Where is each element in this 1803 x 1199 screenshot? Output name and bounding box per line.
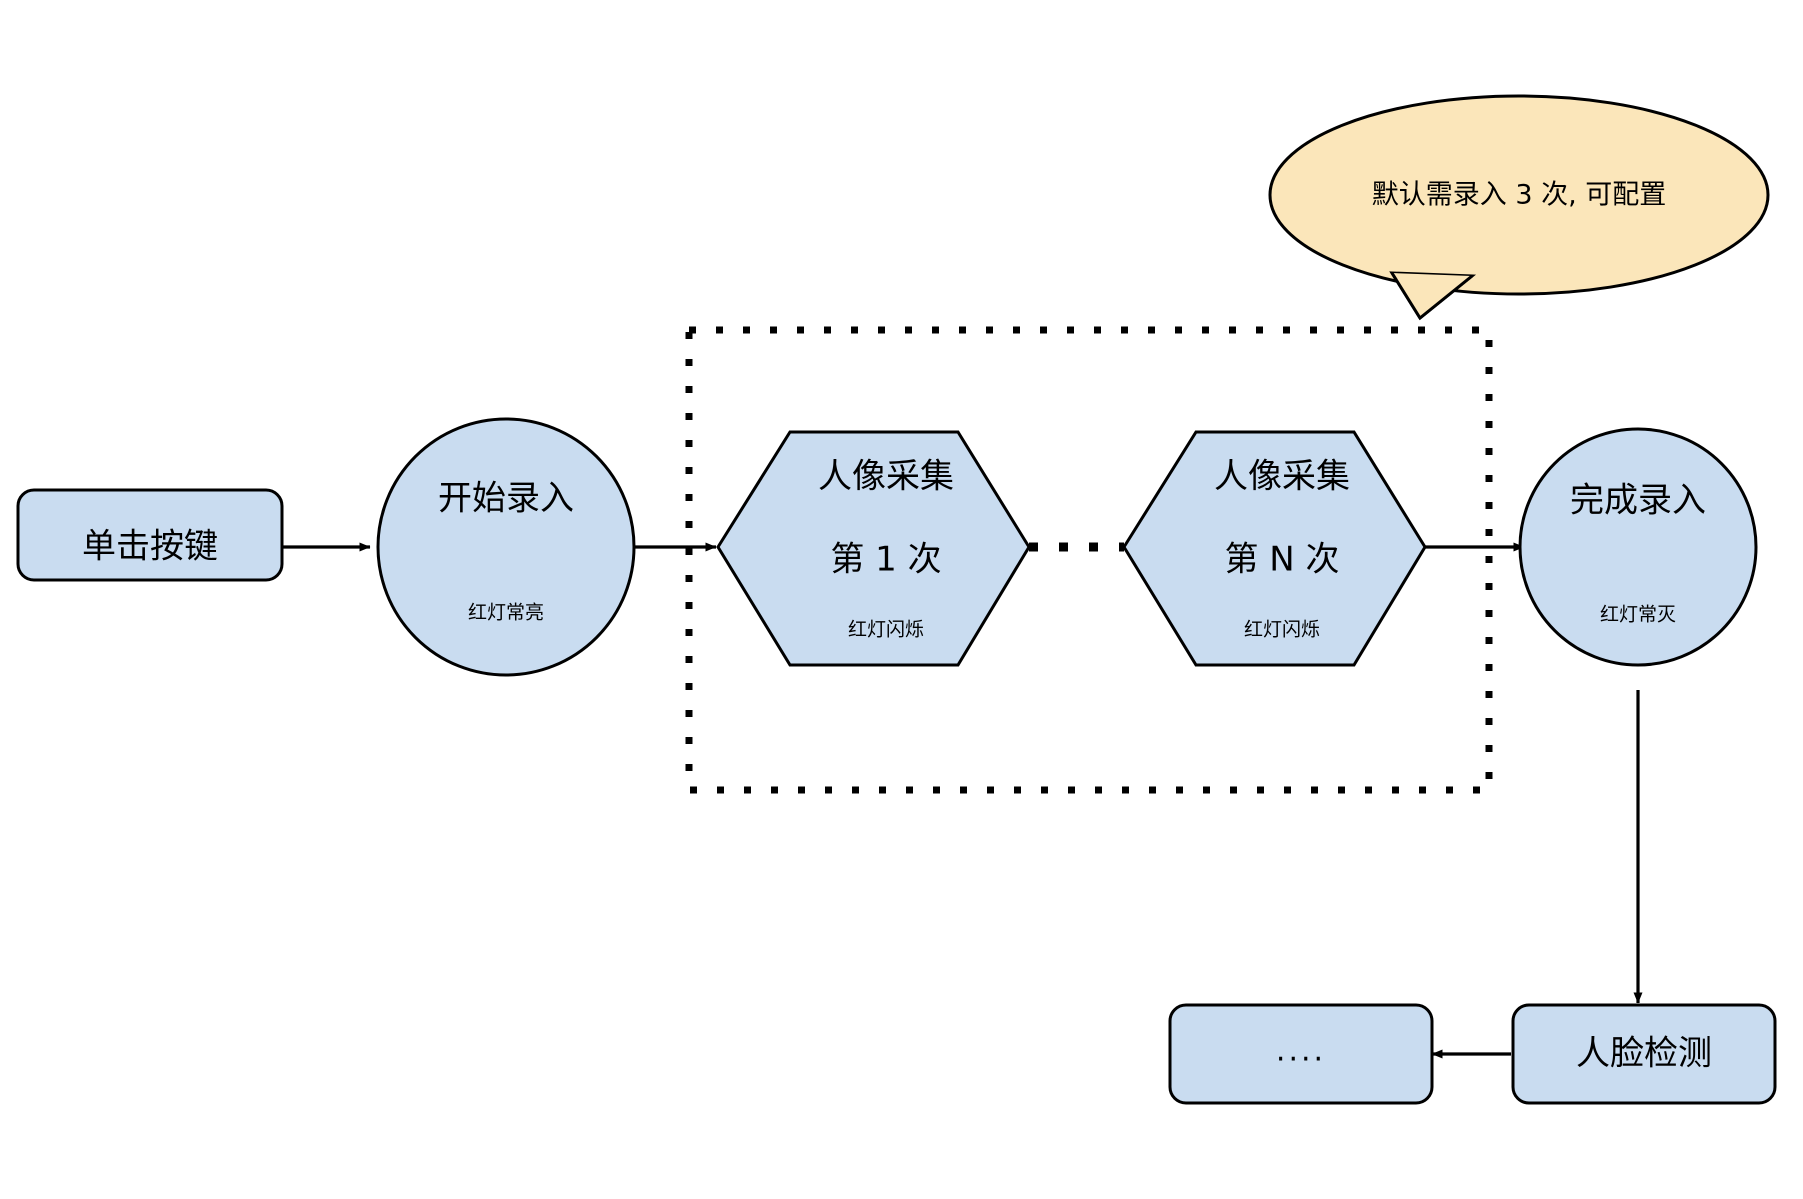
callout-bubble: 默认需录入 3 次, 可配置	[1268, 94, 1770, 321]
callout-text: 默认需录入 3 次, 可配置	[1372, 180, 1667, 211]
node-more-steps-label: ....	[1276, 1034, 1326, 1069]
loop-group-border	[685, 326, 1493, 794]
node-click-button[interactable]: 单击按键	[16, 488, 284, 582]
node-capture-first-label-line2: 第 1 次	[830, 540, 941, 580]
node-start-enroll[interactable]: 开始录入 红灯常亮	[376, 417, 636, 677]
node-face-detect-label: 人脸检测	[1576, 1034, 1712, 1074]
node-start-enroll-label: 开始录入	[438, 479, 574, 519]
node-click-button-label: 单击按键	[82, 527, 218, 567]
callout-bubble-ellipse	[1268, 94, 1770, 296]
node-face-detect[interactable]: 人脸检测	[1511, 1003, 1777, 1105]
node-capture-first[interactable]: 人像采集 第 1 次 红灯闪烁	[716, 430, 1031, 667]
node-more-steps[interactable]: ....	[1168, 1003, 1434, 1105]
node-capture-first-shape	[716, 430, 1031, 667]
node-capture-nth[interactable]: 人像采集 第 N 次 红灯闪烁	[1122, 430, 1427, 667]
node-capture-first-label-line1: 人像采集	[818, 457, 954, 497]
node-finish-enroll-shape	[1518, 427, 1758, 667]
node-capture-nth-label-line1: 人像采集	[1214, 457, 1350, 497]
node-capture-nth-sublabel: 红灯闪烁	[1244, 619, 1320, 641]
node-finish-enroll-sublabel: 红灯常灭	[1600, 604, 1676, 626]
node-start-enroll-shape	[376, 417, 636, 677]
node-face-detect-shape	[1511, 1003, 1777, 1105]
node-start-enroll-sublabel: 红灯常亮	[468, 602, 544, 624]
node-capture-nth-label-line2: 第 N 次	[1224, 540, 1339, 580]
node-click-button-shape	[16, 488, 284, 582]
node-finish-enroll[interactable]: 完成录入 红灯常灭	[1518, 427, 1758, 667]
node-finish-enroll-label: 完成录入	[1570, 481, 1706, 521]
node-capture-first-sublabel: 红灯闪烁	[848, 619, 924, 641]
node-more-steps-shape	[1168, 1003, 1434, 1105]
node-capture-nth-shape	[1122, 430, 1427, 667]
callout-tail-seam	[1390, 272, 1473, 320]
